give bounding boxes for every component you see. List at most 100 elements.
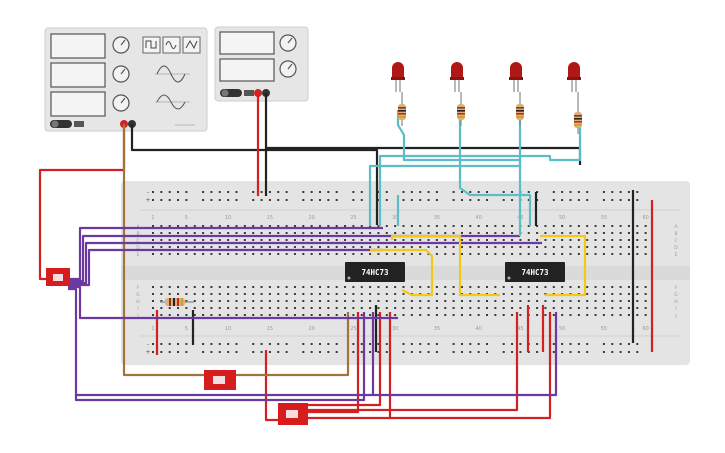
rail-hole[interactable] xyxy=(177,199,180,201)
breadboard-hole[interactable] xyxy=(494,246,497,248)
breadboard-hole[interactable] xyxy=(168,253,171,255)
rail-hole[interactable] xyxy=(218,343,221,345)
breadboard-hole[interactable] xyxy=(285,293,288,295)
breadboard-hole[interactable] xyxy=(243,314,246,316)
breadboard-hole[interactable] xyxy=(527,232,530,234)
breadboard-hole[interactable] xyxy=(327,300,330,302)
rail-hole[interactable] xyxy=(377,199,380,201)
breadboard-hole[interactable] xyxy=(410,253,413,255)
breadboard-hole[interactable] xyxy=(160,293,163,295)
breadboard-hole[interactable] xyxy=(469,307,472,309)
rail-hole[interactable] xyxy=(377,191,380,193)
breadboard-hole[interactable] xyxy=(486,246,488,248)
rail-hole[interactable] xyxy=(268,199,271,201)
rail-hole[interactable] xyxy=(185,351,188,353)
wire-purple[interactable] xyxy=(68,285,398,320)
rail-hole[interactable] xyxy=(235,191,238,193)
rail-hole[interactable] xyxy=(561,191,564,193)
breadboard-hole[interactable] xyxy=(218,314,221,316)
rail-hole[interactable] xyxy=(327,199,330,201)
breadboard-hole[interactable] xyxy=(385,286,388,288)
wire-purple[interactable] xyxy=(68,248,383,287)
breadboard-hole[interactable] xyxy=(202,293,205,295)
breadboard-hole[interactable] xyxy=(360,232,363,234)
breadboard-hole[interactable] xyxy=(511,253,514,255)
wire-purple[interactable] xyxy=(74,312,366,402)
breadboard-hole[interactable] xyxy=(435,232,438,234)
slide-switch-1[interactable] xyxy=(46,268,70,286)
wire-red[interactable] xyxy=(390,312,552,420)
breadboard-hole[interactable] xyxy=(460,300,463,302)
rail-hole[interactable] xyxy=(352,351,355,353)
breadboard-hole[interactable] xyxy=(611,300,614,302)
breadboard-hole[interactable] xyxy=(210,307,213,309)
breadboard-hole[interactable] xyxy=(344,232,347,234)
rail-hole[interactable] xyxy=(177,191,180,193)
breadboard-hole[interactable] xyxy=(352,232,355,234)
breadboard-hole[interactable] xyxy=(352,246,355,248)
breadboard-hole[interactable] xyxy=(327,239,330,241)
breadboard-hole[interactable] xyxy=(519,239,522,241)
breadboard-hole[interactable] xyxy=(260,246,263,248)
rail-hole[interactable] xyxy=(586,351,589,353)
rail-hole[interactable] xyxy=(536,351,539,353)
rail-hole[interactable] xyxy=(502,191,505,193)
breadboard-hole[interactable] xyxy=(177,225,180,227)
rail-hole[interactable] xyxy=(577,199,580,201)
rail-hole[interactable] xyxy=(168,343,171,345)
breadboard-hole[interactable] xyxy=(486,239,488,241)
breadboard-hole[interactable] xyxy=(177,246,180,248)
breadboard-hole[interactable] xyxy=(360,225,363,227)
rail-hole[interactable] xyxy=(419,191,422,193)
switch-slider[interactable] xyxy=(53,274,63,281)
breadboard-hole[interactable] xyxy=(268,246,271,248)
breadboard-hole[interactable] xyxy=(511,239,514,241)
breadboard-hole[interactable] xyxy=(394,307,397,309)
rail-hole[interactable] xyxy=(168,199,171,201)
breadboard-hole[interactable] xyxy=(394,232,397,234)
breadboard-hole[interactable] xyxy=(168,293,171,295)
breadboard-hole[interactable] xyxy=(586,246,589,248)
breadboard-hole[interactable] xyxy=(419,314,422,316)
breadboard-hole[interactable] xyxy=(377,293,380,295)
breadboard-hole[interactable] xyxy=(419,232,422,234)
breadboard-hole[interactable] xyxy=(511,314,514,316)
breadboard-hole[interactable] xyxy=(527,225,530,227)
breadboard-hole[interactable] xyxy=(218,246,221,248)
rail-hole[interactable] xyxy=(210,191,213,193)
breadboard-hole[interactable] xyxy=(252,246,255,248)
ic-74hc73-1[interactable]: 74HC73 xyxy=(345,262,405,282)
breadboard-hole[interactable] xyxy=(644,307,647,309)
rail-hole[interactable] xyxy=(627,351,630,353)
breadboard-hole[interactable] xyxy=(469,314,472,316)
breadboard-hole[interactable] xyxy=(168,286,171,288)
breadboard-hole[interactable] xyxy=(519,246,522,248)
breadboard-hole[interactable] xyxy=(260,307,263,309)
breadboard-hole[interactable] xyxy=(494,307,497,309)
rail-hole[interactable] xyxy=(335,351,338,353)
breadboard-hole[interactable] xyxy=(243,307,246,309)
breadboard-hole[interactable] xyxy=(377,225,380,227)
breadboard-hole[interactable] xyxy=(277,307,280,309)
breadboard-hole[interactable] xyxy=(569,239,572,241)
rail-hole[interactable] xyxy=(252,199,255,201)
breadboard-hole[interactable] xyxy=(260,225,263,227)
breadboard-hole[interactable] xyxy=(185,314,188,316)
breadboard-hole[interactable] xyxy=(385,307,388,309)
breadboard-hole[interactable] xyxy=(502,225,505,227)
breadboard-hole[interactable] xyxy=(402,307,405,309)
breadboard-hole[interactable] xyxy=(177,307,180,309)
breadboard-hole[interactable] xyxy=(277,232,280,234)
breadboard-hole[interactable] xyxy=(594,307,597,309)
rail-hole[interactable] xyxy=(268,191,271,193)
rail-hole[interactable] xyxy=(586,343,589,345)
breadboard-hole[interactable] xyxy=(419,307,422,309)
breadboard-hole[interactable] xyxy=(185,232,188,234)
rail-hole[interactable] xyxy=(310,343,313,345)
breadboard-hole[interactable] xyxy=(260,239,263,241)
breadboard-hole[interactable] xyxy=(227,232,230,234)
breadboard-hole[interactable] xyxy=(619,225,622,227)
breadboard-hole[interactable] xyxy=(310,232,313,234)
breadboard-hole[interactable] xyxy=(177,314,180,316)
rail-hole[interactable] xyxy=(210,199,213,201)
